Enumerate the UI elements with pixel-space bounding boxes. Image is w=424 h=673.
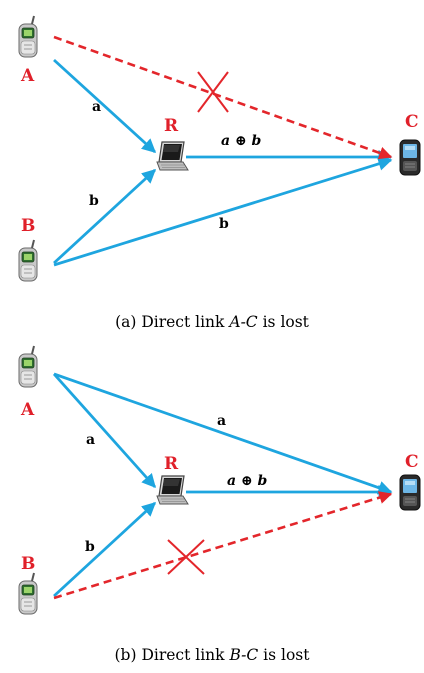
caption-b: (b) Direct link B-C is lost [115,646,311,664]
node-r-label: R [164,116,179,136]
caption-a: (a) Direct link A-C is lost [115,313,310,331]
link-b-to-r [53,168,157,265]
node-c-label: C [405,452,419,472]
node-b-label: B [21,216,35,236]
node-b-phone-icon [18,572,38,615]
lost-link-b-to-c [53,491,393,600]
link-b-to-c [53,157,393,267]
panel-a: A B R C a b a ⊕ b b (a) Direct link A-C … [18,15,421,331]
lost-link-a-to-c [53,35,393,160]
node-a-label: A [20,400,35,420]
edge-label-xor: a ⊕ b [221,133,262,149]
edge-label-b-in: b [85,539,95,555]
lost-link-cross-icon [197,71,229,113]
link-a-to-r [53,58,157,154]
edge-label-a-direct: a [217,413,226,429]
node-a-phone-icon [18,15,38,58]
edge-label-b-direct: b [219,216,229,232]
node-r-label: R [164,454,179,474]
edge-label-b-in: b [89,193,99,209]
lost-link-cross-icon [167,539,205,575]
node-b-phone-icon [18,239,38,282]
link-a-to-r [52,373,157,489]
node-r-laptop-icon [156,475,189,505]
node-a-label: A [20,66,35,86]
link-b-to-r [53,501,157,598]
node-c-phone-icon [399,139,421,176]
node-r-laptop-icon [156,141,189,171]
node-c-phone-icon [399,474,421,511]
link-a-to-c [53,372,393,495]
edge-label-a: a [86,432,95,448]
edge-label-a: a [92,99,101,115]
node-c-label: C [405,112,419,132]
edge-label-xor: a ⊕ b [227,473,268,489]
panel-b: A B R C a b a ⊕ b a (b) Direct link B-C … [18,345,421,664]
node-b-label: B [21,554,35,574]
node-a-phone-icon [18,345,38,388]
